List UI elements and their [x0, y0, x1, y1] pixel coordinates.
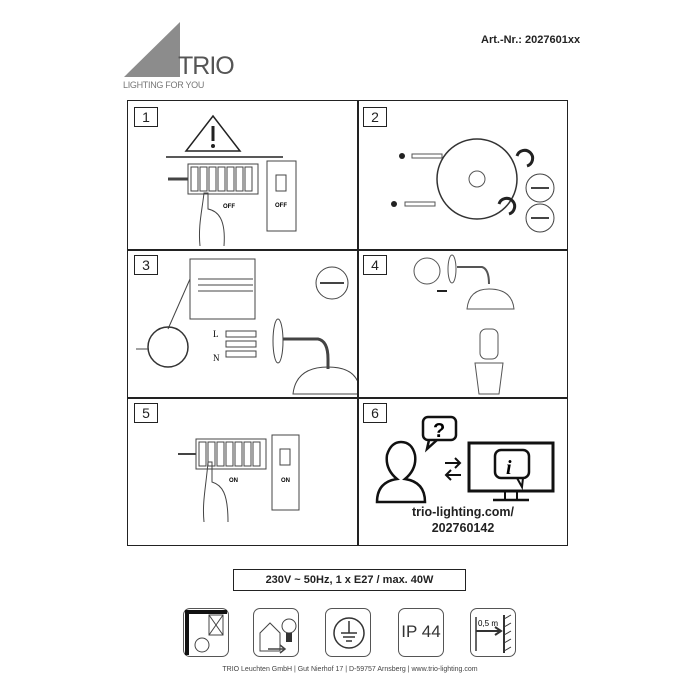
svg-text:OFF: OFF	[223, 204, 235, 210]
footer-address: TRIO Leuchten GmbH | Gut Nierhof 17 | D-…	[222, 666, 478, 673]
svg-text:i: i	[506, 457, 512, 479]
wiring-illustration: L N	[136, 258, 357, 395]
instruction-grid: 1 OFF OFF 2	[127, 100, 568, 546]
trio-logo	[124, 22, 180, 77]
svg-text:ON: ON	[229, 478, 238, 484]
svg-text:?: ?	[433, 420, 445, 442]
divider	[357, 101, 359, 545]
monitor-info-icon: i	[467, 441, 555, 502]
step-2-panel: 2	[357, 101, 569, 249]
step-number: 5	[134, 403, 158, 423]
min-distance-icon: 0,5 m	[470, 608, 516, 657]
step-number: 4	[363, 255, 387, 275]
question-bubble-icon: ?	[421, 415, 458, 453]
exchange-arrows-icon	[444, 457, 462, 481]
logo-tagline: LIGHTING FOR YOU	[123, 80, 205, 90]
article-number: Art.-Nr.: 2027601xx	[481, 34, 581, 46]
step-number: 6	[363, 403, 387, 423]
switch-off-illustration: OFF OFF	[166, 114, 297, 247]
ip-rating-icon: IP 44	[398, 608, 444, 657]
assembly-illustration	[413, 254, 515, 395]
support-url[interactable]: trio-lighting.com/	[411, 505, 515, 519]
step-number: 1	[134, 107, 158, 127]
step-5-panel: 5 ON ON	[128, 397, 357, 547]
support-illustration: ? i	[375, 415, 555, 504]
mounting-illustration	[391, 138, 555, 233]
switch-on-illustration: ON ON	[178, 434, 300, 523]
no-cover-insulation-icon	[183, 608, 229, 657]
electrical-spec: 230V ~ 50Hz, 1 x E27 / max. 40W	[233, 569, 466, 591]
step-4-panel: 4	[357, 249, 569, 397]
step-number: 3	[134, 255, 158, 275]
svg-text:L: L	[213, 329, 219, 339]
divider	[128, 397, 567, 399]
support-code: 202760142	[431, 521, 495, 535]
svg-text:0,5 m: 0,5 m	[478, 619, 498, 628]
protective-earth-icon	[325, 608, 371, 657]
step-6-panel: 6 ? i trio-lighting.com/ 20	[357, 397, 569, 547]
user-icon	[375, 440, 427, 504]
indoor-outdoor-lamp-icon	[253, 608, 299, 657]
logo-name: TRIO	[178, 52, 235, 80]
step-1-panel: 1 OFF OFF	[128, 101, 357, 249]
svg-text:N: N	[213, 353, 220, 363]
svg-text:OFF: OFF	[275, 203, 287, 209]
divider	[128, 249, 567, 251]
step-3-panel: 3 L N	[128, 249, 357, 397]
warning-icon	[184, 114, 242, 152]
svg-text:ON: ON	[281, 478, 290, 484]
step-number: 2	[363, 107, 387, 127]
